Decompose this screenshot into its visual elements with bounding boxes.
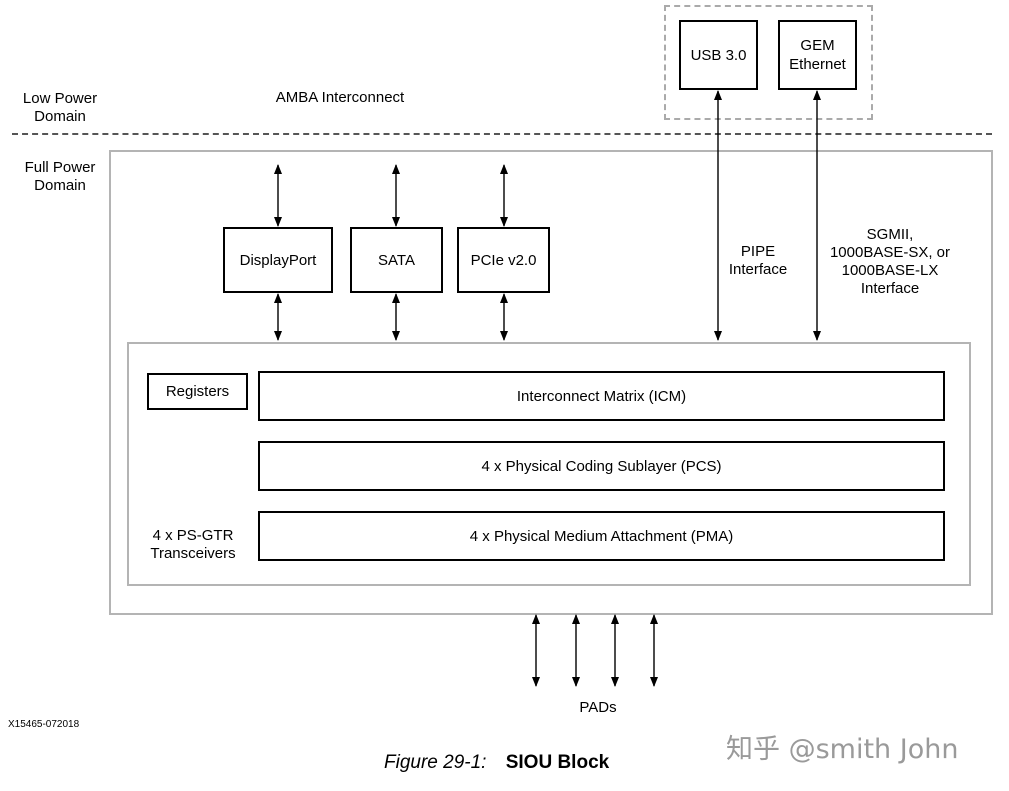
- sata-label: SATA: [378, 251, 415, 269]
- pcs-block: 4 x Physical Coding Sublayer (PCS): [258, 441, 945, 491]
- pcs-label: 4 x Physical Coding Sublayer (PCS): [481, 457, 722, 475]
- pipe-interface-label: PIPE Interface: [728, 243, 788, 278]
- amba-interconnect-label: AMBA Interconnect: [275, 89, 405, 106]
- sgmii-interface-label: SGMII, 1000BASE-SX, or 1000BASE-LX Inter…: [829, 226, 951, 297]
- usb-block: USB 3.0: [679, 20, 758, 90]
- displayport-label: DisplayPort: [239, 251, 317, 269]
- ethernet-label: Ethernet: [789, 56, 846, 73]
- watermark: 知乎 @smith John: [726, 734, 959, 765]
- figure-number: Figure 29-1:: [384, 752, 487, 773]
- document-id: X15465-072018: [8, 719, 80, 730]
- pma-block: 4 x Physical Medium Attachment (PMA): [258, 511, 945, 561]
- pcie-label: PCIe v2.0: [470, 251, 537, 269]
- ps-gtr-transceivers-container: [127, 342, 971, 586]
- figure-caption: Figure 29-1: SIOU Block: [384, 752, 609, 774]
- displayport-block: DisplayPort: [223, 227, 333, 293]
- pads-label: PADs: [579, 699, 617, 716]
- low-power-peripherals-group: [664, 5, 873, 120]
- transceivers-label: 4 x PS-GTR Transceivers: [150, 527, 236, 562]
- full-power-domain-container: [109, 150, 993, 615]
- icm-label: Interconnect Matrix (ICM): [516, 387, 687, 405]
- gem-ethernet-block: GEM Ethernet: [778, 20, 857, 90]
- sata-block: SATA: [350, 227, 443, 293]
- full-power-domain-label: Full Power Domain: [24, 159, 96, 194]
- icm-block: Interconnect Matrix (ICM): [258, 371, 945, 421]
- gem-label: GEM: [800, 37, 835, 54]
- registers-block: Registers: [147, 373, 248, 410]
- usb-label: USB 3.0: [690, 46, 747, 64]
- figure-title: SIOU Block: [505, 752, 610, 773]
- pma-label: 4 x Physical Medium Attachment (PMA): [469, 527, 734, 545]
- low-power-domain-label: Low Power Domain: [22, 90, 98, 125]
- registers-label: Registers: [165, 383, 230, 400]
- pcie-block: PCIe v2.0: [457, 227, 550, 293]
- domain-separator: [12, 133, 992, 135]
